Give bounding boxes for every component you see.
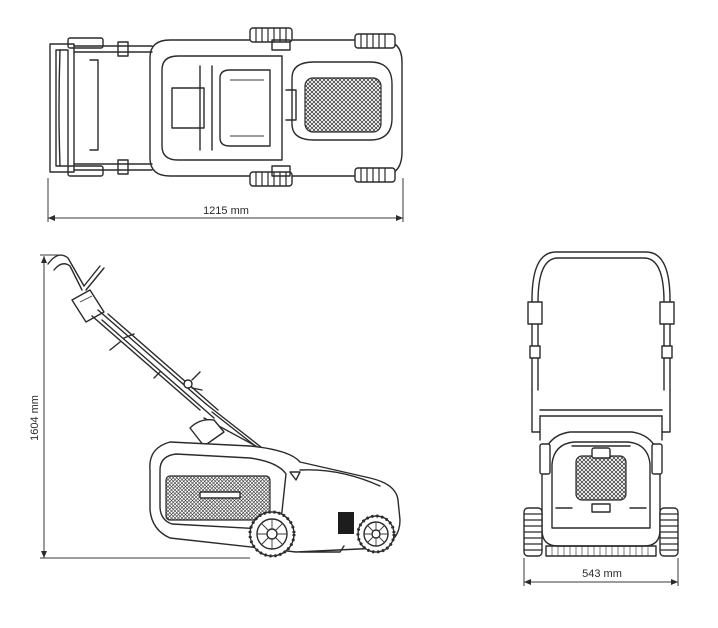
width-dimension-label: 543 mm [582,568,622,580]
side-wheel-front [356,514,396,554]
side-wheel-rear [248,510,296,558]
top-view [49,27,403,187]
height-dimension-label: 1604 mm [29,395,41,441]
front-wheel-right [651,443,679,557]
front-view [523,251,679,557]
front-wheel-left [523,443,551,557]
top-wheel-front-right [354,167,396,183]
height-dimension: 1604 mm [29,254,250,559]
side-view [47,254,401,558]
top-wheel-front-left [354,33,396,49]
length-dimension-label: 1215 mm [203,205,249,217]
top-wheel-rear-left [249,27,293,43]
width-dimension: 543 mm [523,558,679,586]
length-dimension: 1215 mm [47,178,404,222]
top-wheel-rear-right [249,171,293,187]
